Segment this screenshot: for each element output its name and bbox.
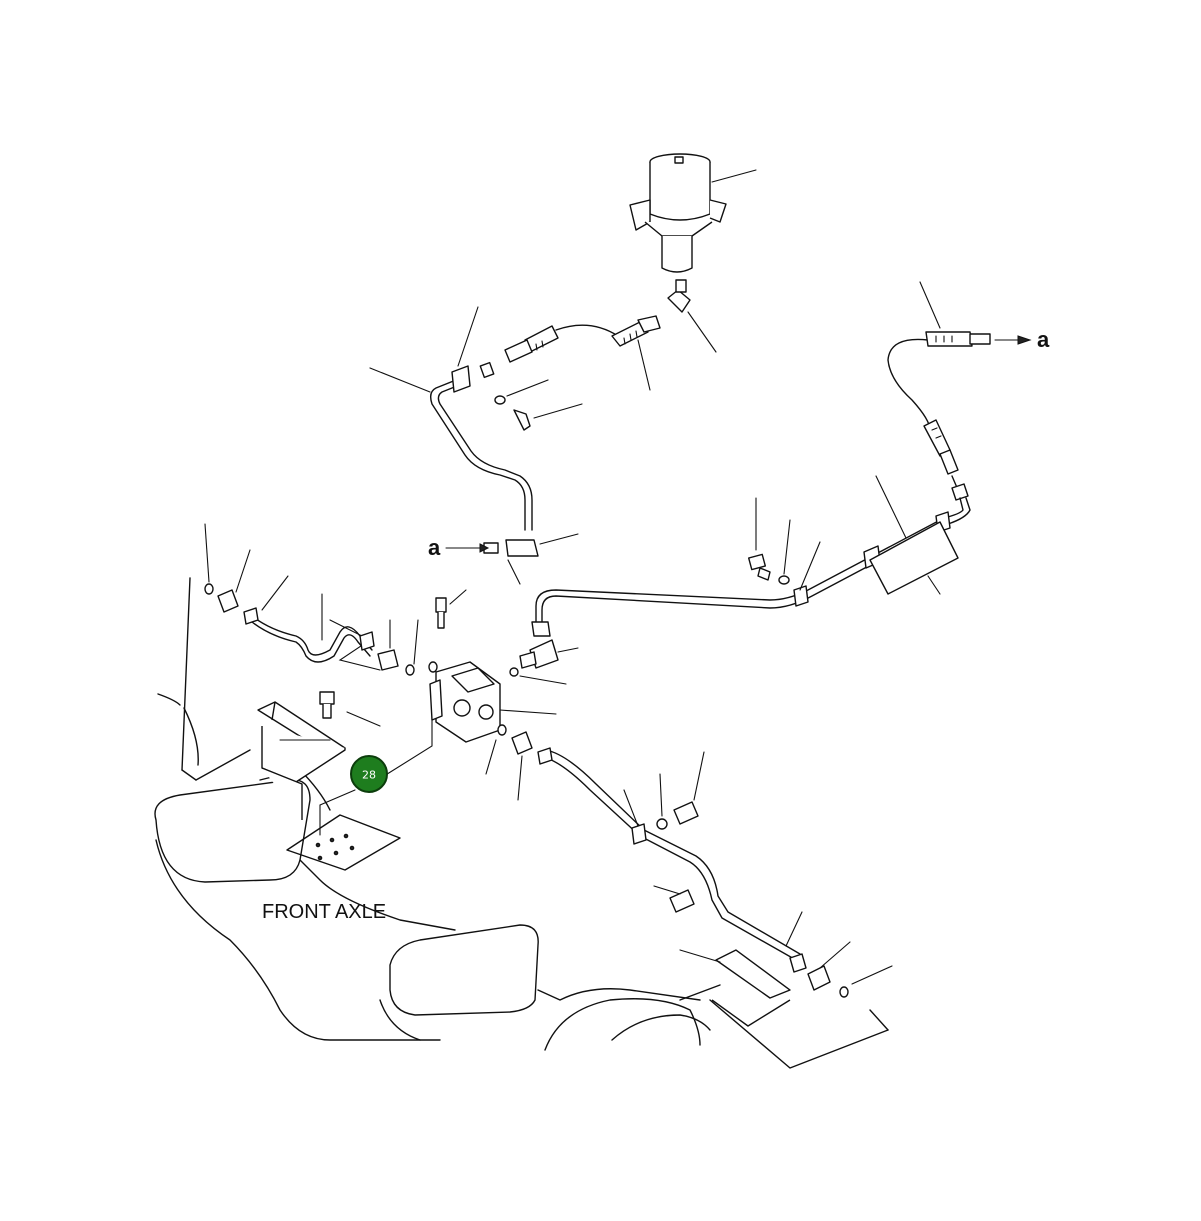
central-valve xyxy=(428,589,567,743)
front-axle-housing xyxy=(154,577,889,1069)
ref-a-left-letter: a xyxy=(428,535,441,560)
ref-a-left: a xyxy=(428,535,490,560)
right-hose-to-a xyxy=(887,281,1032,501)
long-right-tube xyxy=(519,475,971,669)
callout-28-circle[interactable] xyxy=(350,755,388,793)
front-axle-label: FRONT AXLE xyxy=(262,901,386,923)
upper-hose-left xyxy=(504,315,661,391)
reservoir-tank xyxy=(629,153,757,353)
left-steel-tube xyxy=(369,306,583,585)
left-fittings-tube xyxy=(204,523,419,676)
callout-28[interactable]: 28 xyxy=(350,715,433,793)
lower-right-tube xyxy=(485,724,893,1027)
ref-a-right-letter: a xyxy=(1037,327,1050,352)
mounting-bracket-left xyxy=(257,691,381,820)
